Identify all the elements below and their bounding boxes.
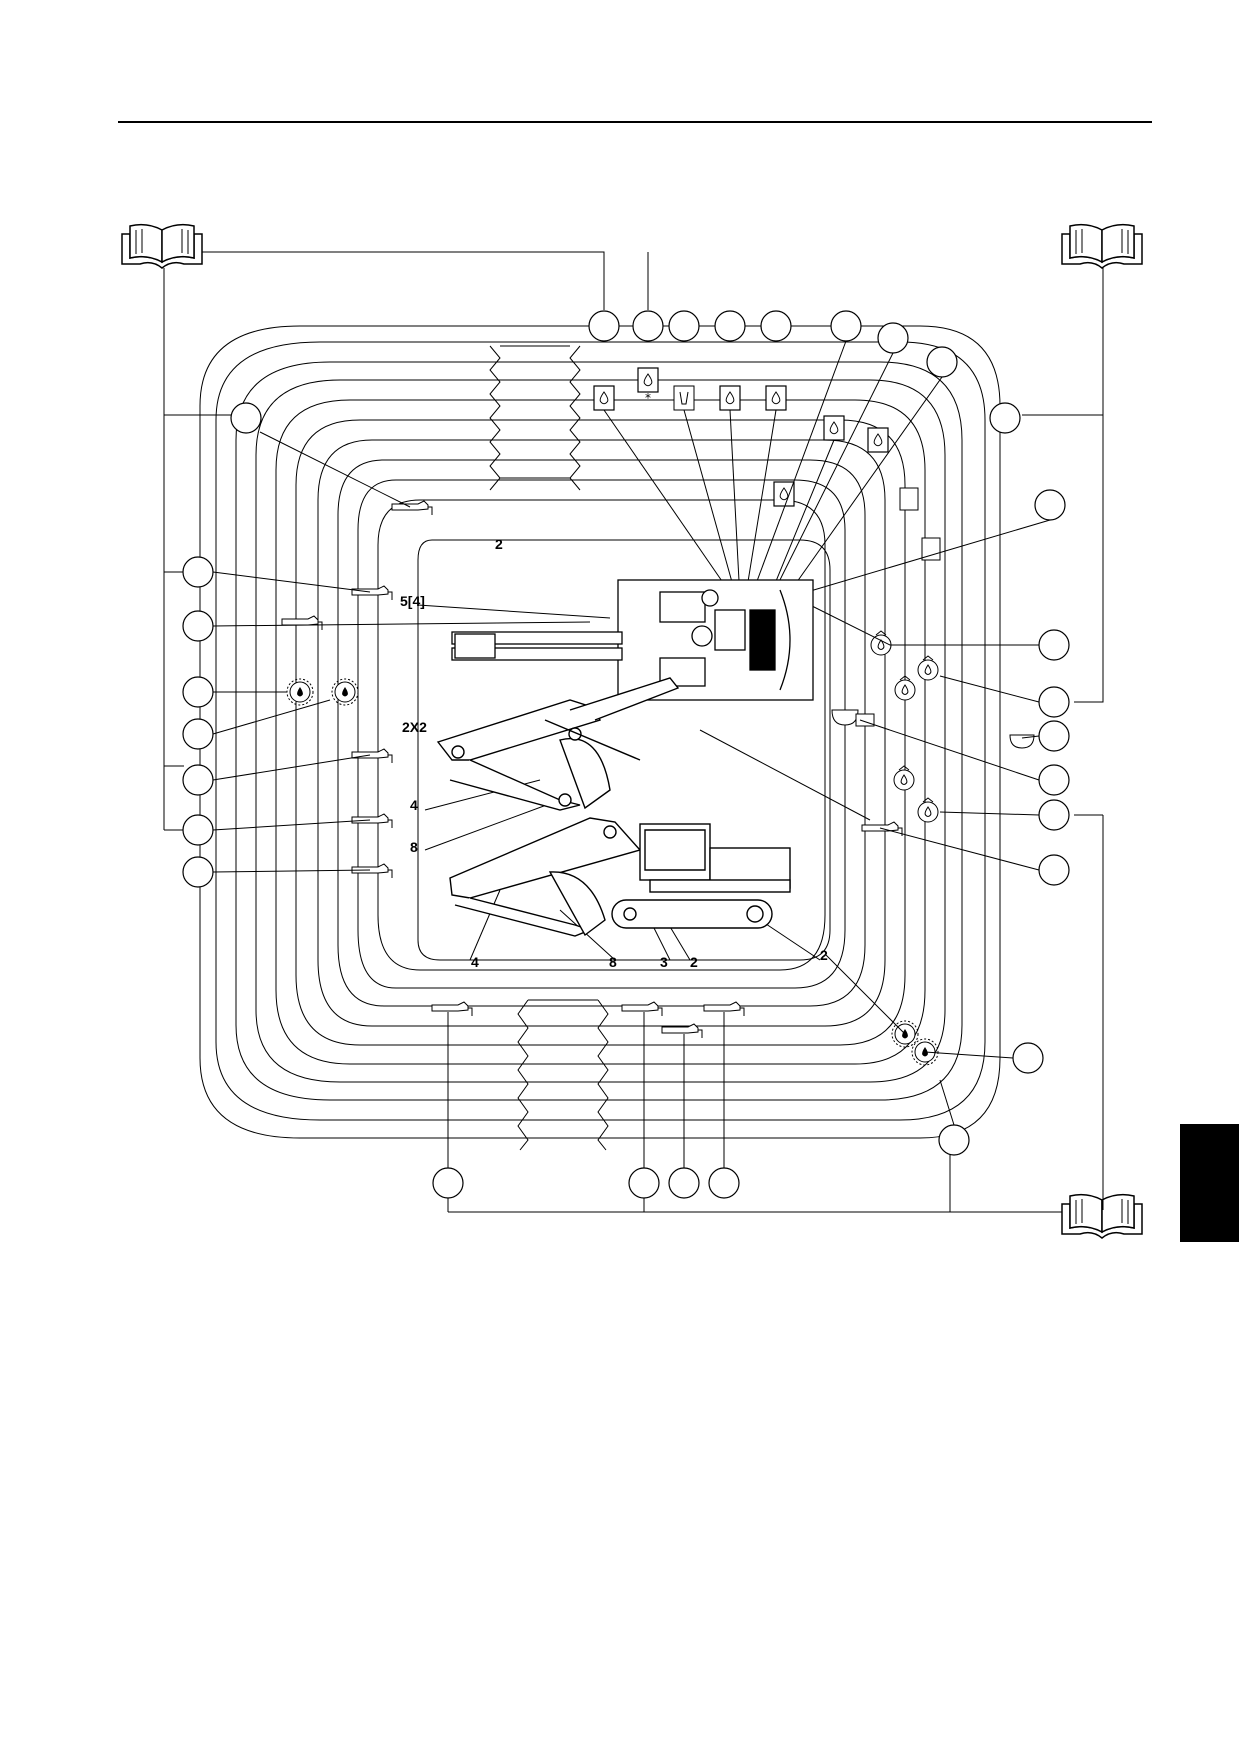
section-tab[interactable] (1180, 1124, 1239, 1242)
left-callouts (182, 556, 214, 888)
svg-text:*: * (645, 391, 651, 405)
qty-label: 4 (410, 797, 418, 813)
book-connections (163, 251, 1104, 1213)
top-callouts (230, 310, 1066, 521)
bottom-merge (517, 999, 609, 1151)
qty-label: 8 (609, 954, 617, 970)
excavator-top-view (451, 579, 814, 701)
qty-label: 2X2 (402, 719, 427, 735)
qty-label: 5[4] (400, 593, 425, 609)
top-merge (489, 345, 581, 491)
qty-label: 2 (495, 536, 503, 552)
manual-icon (121, 223, 203, 269)
header-rule (118, 121, 1152, 123)
boom-arm-side-view (436, 677, 680, 811)
right-callouts (938, 629, 1070, 1156)
qty-label: 2 (820, 947, 828, 963)
qty-label: 2 (690, 954, 698, 970)
oil-level-icons: * (593, 367, 941, 561)
qty-label: 8 (410, 839, 418, 855)
qty-label: 4 (471, 954, 479, 970)
manual-icon (1061, 1193, 1143, 1239)
excavator-side-view (449, 817, 791, 937)
qty-label: 3 (660, 954, 668, 970)
manual-icon (1061, 223, 1143, 269)
bottom-callouts (432, 1167, 740, 1199)
oil-pump-icons (831, 630, 1035, 823)
